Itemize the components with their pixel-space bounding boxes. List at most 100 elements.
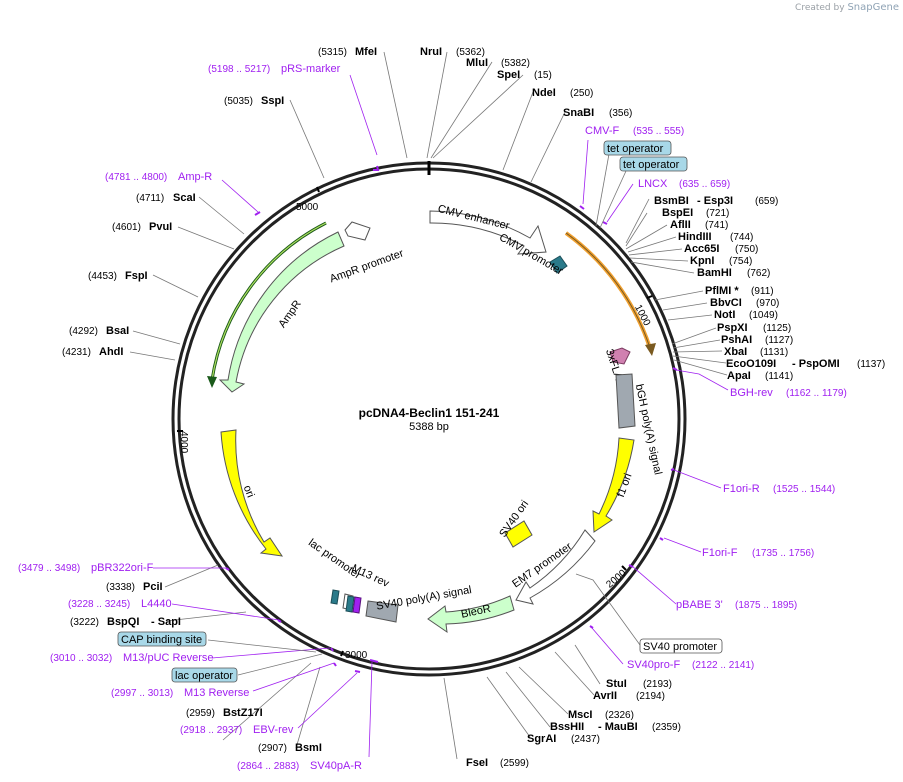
site-pos-spei: (15) (534, 70, 552, 81)
site-pos-bstz17i: (2959) (186, 708, 215, 719)
box-label-tet-operator-2: tet operator (623, 159, 680, 171)
sv40-ori-block (504, 520, 533, 548)
site-pos-kpni: (754) (729, 256, 752, 267)
site-pos-scai: (4711) (136, 193, 164, 204)
primer-name-bgh-rev: BGH-rev (730, 387, 773, 399)
boxed-labels: tet operator tet operator CAP binding si… (117, 140, 723, 683)
site-name-acc65i: Acc65I (684, 243, 719, 255)
site-pos-pspxi: (1125) (763, 323, 791, 334)
site-pos-pvui: (4601) (112, 222, 141, 233)
site-name-bsmi: BsmI (295, 742, 322, 754)
site-name-fspi: FspI (125, 270, 148, 282)
primer-pos-prs-marker: (5198 .. 5217) (208, 64, 270, 75)
primer-pos-ebv-rev: (2918 .. 2937) (180, 725, 242, 736)
primer-name-m13-puc-reverse: M13/pUC Reverse (123, 652, 213, 664)
sv40-polya-block (365, 600, 399, 623)
primer-pos-pbr322ori-f: (3479 .. 3498) (18, 563, 80, 574)
f1-ori-arrow (592, 437, 635, 533)
primer-name-sv40pro-f: SV40pro-F (627, 659, 680, 671)
insert-arrowhead (645, 343, 656, 356)
primer-name-pbr322ori-f: pBR322ori-F (91, 562, 154, 574)
site-name-bspei: BspEI (662, 207, 693, 219)
site-name-bsmbi: BsmBI (654, 195, 689, 207)
site-name-spei: SpeI (497, 69, 520, 81)
site-pos-acc65i: (750) (735, 244, 758, 255)
box-label-lac-operator: lac operator (175, 670, 233, 682)
site-pos-noti: (1049) (749, 310, 778, 321)
site-name-msci: MscI (568, 709, 592, 721)
site-pos-aflii: (741) (705, 220, 728, 231)
insert-arc (564, 231, 652, 349)
site-name-apai: ApaI (727, 370, 751, 382)
site-pos-ecoo109i: (1137) (857, 359, 885, 370)
site-name-bbvci: BbvCI (710, 297, 742, 309)
primer-name-ebv-rev: EBV-rev (253, 724, 294, 736)
box-label-tet-operator-1: tet operator (607, 143, 664, 155)
lac-promoter-block (330, 589, 340, 605)
primer-pos-f1ori-r: (1525 .. 1544) (773, 484, 835, 495)
flag-tag (609, 347, 631, 365)
box-leaders (207, 153, 627, 676)
primer-leaders (153, 74, 729, 758)
site-pos-fsei: (2599) (500, 758, 529, 769)
site-pos-bbvci: (970) (756, 298, 779, 309)
site-name-maubi: - MauBI (598, 721, 638, 733)
primer-pos-m13-reverse: (2997 .. 3013) (111, 688, 173, 699)
bgh-polya-block (615, 373, 636, 429)
ampr-primer-arc-inner (211, 222, 327, 381)
site-pos-bsshii: (2359) (652, 722, 681, 733)
site-pos-bsmbi: (659) (755, 196, 778, 207)
site-name-mfei: MfeI (355, 46, 377, 58)
box-sv40-promoter (639, 638, 723, 654)
primer-name-amp-r: Amp-R (178, 171, 212, 183)
site-pos-apai: (1141) (765, 371, 793, 382)
bleor-arrow (427, 595, 515, 634)
site-pos-msci: (2326) (605, 710, 634, 721)
feature-label-sv40-polya: SV40 poly(A) signal (375, 584, 472, 613)
site-name-fsei: FseI (466, 757, 488, 769)
primer-name-sv40pa-r: SV40pA-R (310, 760, 362, 772)
site-pos-pshai: (1127) (765, 335, 793, 346)
primer-name-m13-reverse: M13 Reverse (184, 687, 249, 699)
cap-block (345, 595, 355, 613)
site-pos-mfei: (5315) (318, 47, 347, 58)
site-name-pvui: PvuI (149, 221, 172, 233)
primer-name-pbabe-3: pBABE 3' (676, 599, 723, 611)
credit-prefix: Created by (795, 3, 845, 13)
site-pos-bamhi: (762) (747, 268, 770, 279)
site-pos-bsmi: (2907) (258, 743, 287, 754)
site-name-esp3i: - Esp3I (697, 195, 733, 207)
feature-label-bgh-polya: bGH poly(A) signal (633, 383, 664, 476)
site-name-sgrai: SgrAI (527, 733, 556, 745)
box-label-cap-binding-site: CAP binding site (121, 634, 202, 646)
primer-name-f1ori-r: F1ori-R (723, 483, 760, 495)
site-name-bamhi: BamHI (697, 267, 732, 279)
primer-pos-pbabe-3: (1875 .. 1895) (735, 600, 797, 611)
primer-pos-f1ori-f: (1735 .. 1756) (752, 548, 814, 559)
site-name-pshai: PshAI (721, 334, 752, 346)
site-name-avrii: AvrII (593, 690, 617, 702)
box-lac-operator (171, 667, 238, 683)
site-name-mlui: MluI (466, 57, 488, 69)
site-pos-bsai: (4292) (69, 326, 98, 337)
insert-arc-outline (565, 232, 651, 349)
site-name-pcii: PciI (143, 581, 163, 593)
plasmid-length: 5388 bp (409, 421, 449, 433)
tick-label-2000: 2000 (604, 568, 628, 591)
site-pos-sgrai: (2437) (571, 734, 600, 745)
tick-label-3000: 3000 (345, 650, 368, 661)
site-name-scai: ScaI (173, 192, 196, 204)
primer-pos-amp-r: (4781 .. 4800) (105, 172, 167, 183)
site-pos-xbai: (1131) (760, 347, 788, 358)
site-name-pflmi: PflMI * (705, 285, 739, 297)
site-name-snabi: SnaBI (563, 107, 594, 119)
tick-label-4000: 4000 (178, 431, 189, 454)
cmv-enhancer-arrow (429, 210, 547, 255)
primer-name-l4440: L4440 (141, 598, 172, 610)
site-name-bsai: BsaI (106, 325, 129, 337)
primer-pos-l4440: (3228 .. 3245) (68, 599, 130, 610)
box-tet-operator-1 (603, 140, 672, 156)
primer-name-cmv-f: CMV-F (585, 125, 620, 137)
site-pos-pcii: (3338) (106, 582, 135, 593)
